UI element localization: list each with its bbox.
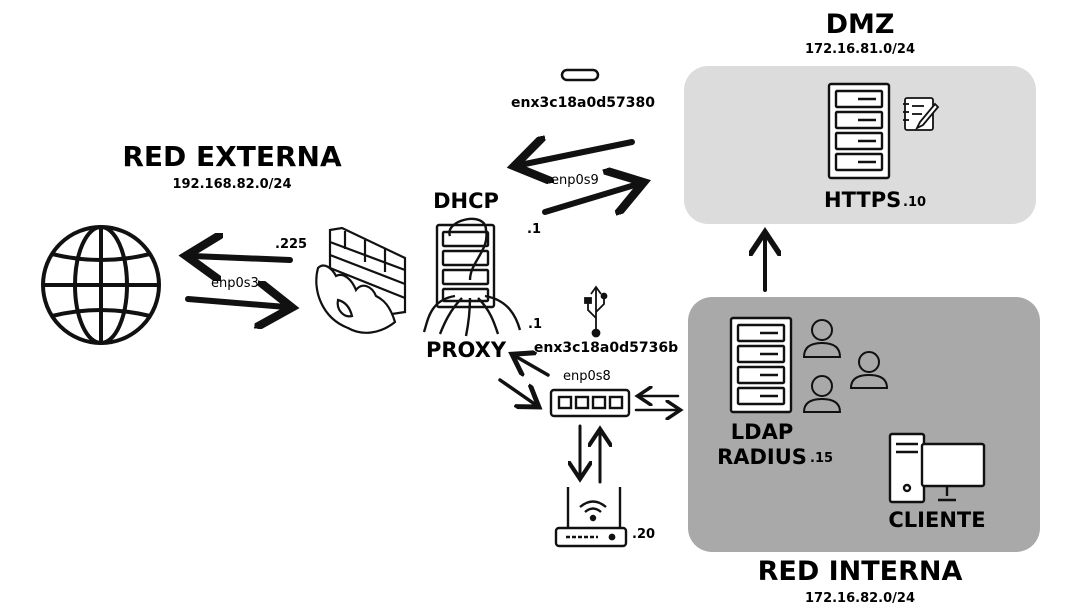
usb-c-interface-label: enx3c18a0d57380 xyxy=(511,95,655,111)
external-title: RED EXTERNA xyxy=(122,140,342,173)
notepad-icon xyxy=(903,97,940,131)
usb-icon xyxy=(584,285,608,338)
usb-interface-label: enx3c18a0d5736b xyxy=(534,340,678,356)
external-subnet: 192.168.82.0/24 xyxy=(172,177,291,192)
dmz-title: DMZ xyxy=(826,9,895,40)
proxy-switch-arrows xyxy=(498,356,550,405)
user-icon xyxy=(849,351,889,389)
enp0s3-host-label: .225 xyxy=(275,237,307,252)
enp0s8-label: enp0s8 xyxy=(563,369,611,384)
proxy-server-icon xyxy=(422,217,522,337)
wifi-router-icon xyxy=(554,487,628,548)
dmz-subnet: 172.16.81.0/24 xyxy=(805,42,915,57)
usb-c-icon xyxy=(560,68,600,82)
client-computer-icon xyxy=(888,432,986,504)
proxy-label: PROXY xyxy=(426,338,507,362)
ldap-host-label: .15 xyxy=(810,451,833,466)
switch-internal-arrows xyxy=(636,396,678,410)
internal-title: RED INTERNA xyxy=(758,556,963,587)
external-arrows xyxy=(188,256,290,307)
radius-label: RADIUS xyxy=(717,445,807,469)
enp0s9-label: enp0s9 xyxy=(551,173,599,188)
switch-icon xyxy=(549,388,631,418)
user-icon xyxy=(802,319,842,358)
client-label: CLIENTE xyxy=(888,508,985,532)
firewall-icon xyxy=(315,226,407,334)
ldap-label: LDAP xyxy=(731,420,793,444)
ldap-server-icon xyxy=(729,316,793,414)
enp0s3-label: enp0s3 xyxy=(211,276,259,291)
wifi-host-label: .20 xyxy=(632,527,655,542)
dhcp-label: DHCP xyxy=(433,189,499,213)
internal-subnet: 172.16.82.0/24 xyxy=(805,591,915,606)
dmz-arrows xyxy=(520,142,638,212)
globe-icon xyxy=(41,225,161,345)
https-label-text: HTTPS xyxy=(824,188,901,212)
https-server-icon xyxy=(827,82,891,180)
enp0s8-host-label: .1 xyxy=(528,317,542,332)
enp0s9-host-label: .1 xyxy=(527,222,541,237)
user-icon xyxy=(802,375,842,413)
https-host-label: .10 xyxy=(903,195,926,210)
switch-wifi-arrows xyxy=(580,424,600,484)
https-label: HTTPS xyxy=(824,188,901,212)
